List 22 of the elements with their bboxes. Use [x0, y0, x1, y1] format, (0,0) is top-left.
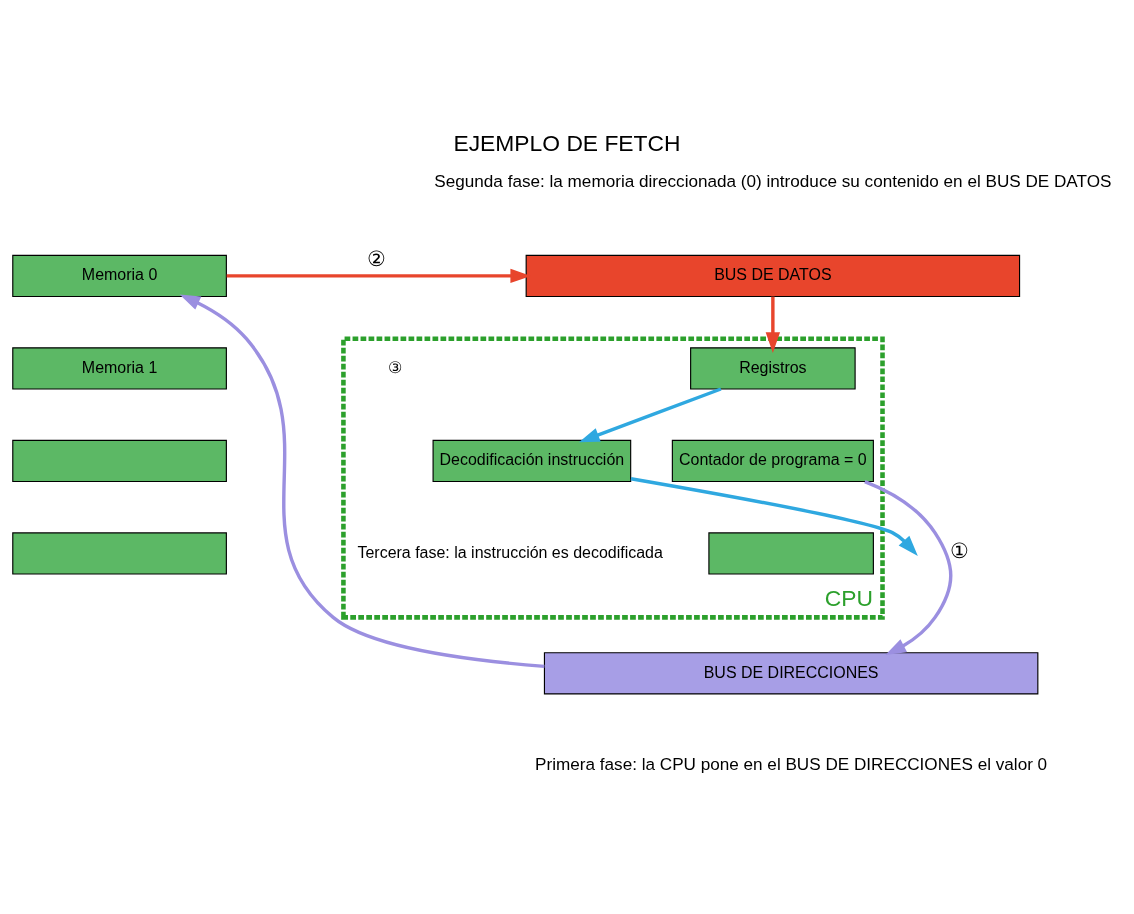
- arrow: [578, 386, 722, 442]
- edge-label: ①: [950, 538, 970, 562]
- label: Primera fase: la CPU pone en el BUS DE DIRECCIONES el valor 0: [535, 753, 1048, 774]
- label: Tercera fase: la instrucción es decodificada: [357, 543, 663, 561]
- node-box: Decodificación instrucción: [432, 439, 632, 482]
- label: ③: [387, 358, 402, 376]
- label: Segunda fase: la memoria direccionada (0) introduce su contenido en el BUS DE DATOS: [434, 170, 1112, 191]
- node-box: [708, 531, 874, 575]
- node-box: Memoria 0: [12, 254, 227, 297]
- arrow: [630, 476, 918, 556]
- node-box: BUS DE DIRECCIONES: [543, 651, 1039, 694]
- node-box: Contador de programa = 0: [671, 439, 874, 482]
- node-box: [12, 531, 227, 575]
- node-box: BUS DE DATOS: [525, 254, 1021, 297]
- node-box: Registros: [690, 346, 856, 390]
- diagram-title: EJEMPLO DE FETCH: [453, 129, 681, 156]
- node-box: Memoria 1: [12, 346, 227, 390]
- arrow: [765, 296, 781, 353]
- arrow: [179, 293, 545, 668]
- arrow: [864, 479, 953, 655]
- edge-label: ②: [366, 246, 386, 270]
- node-box: [12, 439, 227, 482]
